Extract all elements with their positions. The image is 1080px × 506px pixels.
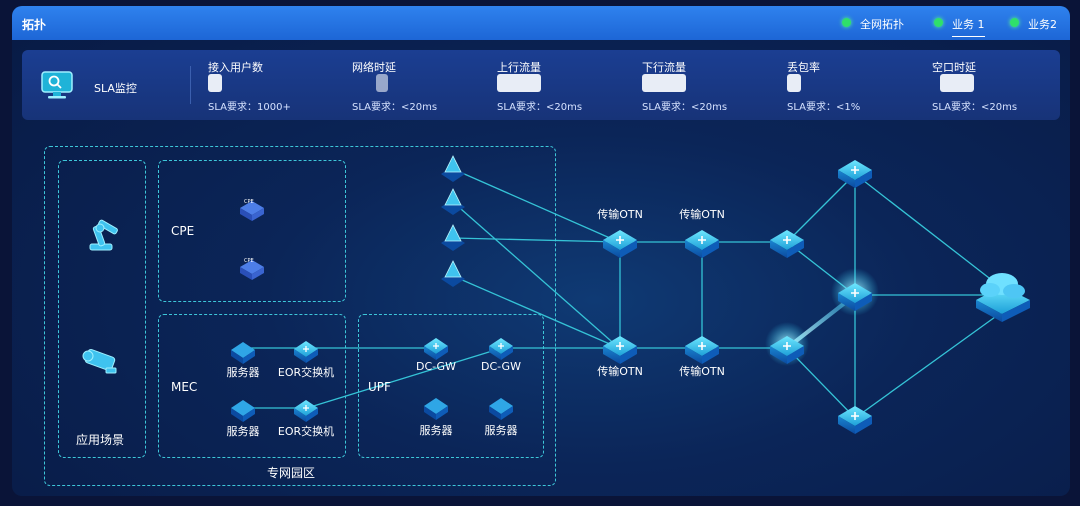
router-icon [770,336,804,364]
server-label: 服务器 [419,424,453,437]
zone-label: 专网园区 [267,466,316,480]
glow [765,322,809,366]
cpe-label: CPE [171,224,195,238]
metric-uplink-traffic: 上行流量 SLA要求：<20ms [497,59,627,115]
upf-label: UPF [368,380,391,394]
title-bar: 拓扑 全网拓扑 业务 1 业务2 [12,6,1070,40]
link-line [786,241,856,296]
eor-switch-label: EOR交换机 [277,425,335,438]
mec-box [158,314,346,458]
metric-label: 上行流量 [497,61,541,74]
otn-router-icon [685,230,719,258]
otn-label: 传输OTN [597,365,643,378]
link-line [854,311,1003,419]
metric-air-latency: 空口时延 SLA要求：<20ms [932,59,1062,115]
router-icon [838,283,872,311]
metric-value-redacted [376,74,388,92]
mec-label: MEC [171,380,198,394]
otn-label: 传输OTN [679,365,725,378]
metric-value-redacted [497,74,541,92]
metric-requirement: SLA要求：<20ms [642,102,728,113]
metric-label: 丢包率 [787,61,820,74]
link-line [786,173,856,243]
metric-value-redacted [642,74,686,92]
otn-router-icon [603,336,637,364]
dc-gw-label: DC-GW [481,360,521,373]
server-label: 服务器 [484,424,518,437]
metric-requirement: SLA要求：1000+ [208,102,291,113]
metric-label: 网络时延 [352,61,396,74]
server-label: 服务器 [226,425,260,438]
cpe-box [158,160,346,302]
private-campus-zone [44,146,556,486]
router-icon [770,230,804,258]
metric-label: 接入用户数 [208,61,263,74]
window-title: 拓扑 [22,18,47,32]
metric-label: 下行流量 [642,61,686,74]
app-scene-box [58,160,146,458]
topology-window: 拓扑 全网拓扑 业务 1 业务2 SLA监控 接入用户数 SLA要求：1000+ [12,6,1070,496]
tab-service-1[interactable]: 业务 1 [934,16,985,37]
metric-value-redacted [208,74,222,92]
status-dot-icon [934,18,943,27]
cpe-badge: CPE [244,199,254,205]
glow [831,268,879,316]
metric-requirement: SLA要求：<20ms [497,102,583,113]
metric-label: 空口时延 [932,61,976,74]
router-icon [838,406,872,434]
highlight-link [785,293,857,350]
server-label: 服务器 [226,366,260,379]
otn-label: 传输OTN [597,208,643,221]
monitor-icon [41,71,73,99]
metric-requirement: SLA要求：<20ms [352,102,438,113]
tab-full-network[interactable]: 全网拓扑 [842,16,904,32]
cloud-icon [976,273,1030,322]
app-scene-label: 应用场景 [76,433,125,447]
metric-packet-loss: 丢包率 SLA要求：<1% [787,59,917,115]
status-dot-icon [1010,18,1019,27]
metric-access-users: 接入用户数 SLA要求：1000+ [208,59,338,115]
router-icon [838,160,872,188]
otn-label: 传输OTN [679,208,725,221]
metric-downlink-traffic: 下行流量 SLA要求：<20ms [642,59,772,115]
eor-switch-label: EOR交换机 [277,366,335,379]
otn-router-icon [685,336,719,364]
metric-network-latency: 网络时延 SLA要求：<20ms [352,59,482,115]
divider [190,66,191,104]
tab-service-2[interactable]: 业务2 [1010,16,1057,32]
metric-requirement: SLA要求：<20ms [932,102,1018,113]
sla-title: SLA监控 [94,82,137,95]
metric-value-redacted [787,74,801,92]
cpe-badge: CPE [244,258,254,264]
dc-gw-label: DC-GW [416,360,456,373]
status-dot-icon [842,18,851,27]
link-line [786,347,856,419]
metric-value-redacted [940,74,974,92]
metric-requirement: SLA要求：<1% [787,102,861,113]
otn-router-icon [603,230,637,258]
link-line [854,173,1003,289]
upf-box [358,314,544,458]
sla-panel: SLA监控 接入用户数 SLA要求：1000+ 网络时延 SLA要求：<20ms… [22,50,1060,120]
